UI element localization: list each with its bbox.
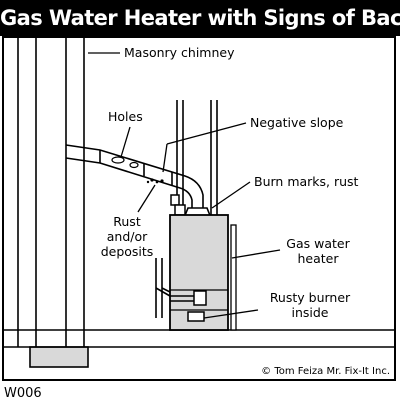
relief-drain-pipe [230,224,237,331]
diagram-title: Gas Water Heater with Signs of Backdraft… [0,0,400,36]
diagram-frame [2,36,396,381]
burner-access-door [187,311,205,322]
label-holes: Holes [108,109,143,124]
label-rust-line1: Rust [113,214,141,229]
label-negative-slope: Negative slope [250,115,344,130]
vent-connector-pipe [65,144,204,208]
label-rust-line2: and/or [107,229,148,244]
label-rusty-burner-line1: Rusty burner [270,290,351,305]
gas-valve [193,290,207,306]
label-rusty-burner-line2: inside [291,305,328,320]
masonry-chimney [17,38,85,347]
label-masonry-chimney: Masonry chimney [124,45,235,60]
tank-panel-lines [170,289,228,311]
label-rust-line3: deposits [101,244,154,259]
water-pipes [176,100,218,215]
label-gas-water-line2: heater [297,251,339,266]
gas-supply-line [155,258,196,318]
copyright-credit: © Tom Feiza Mr. Fix-It Inc. [261,366,390,377]
figure-code: W006 [4,386,42,401]
label-gas-water-line1: Gas water [286,236,350,251]
chimney-footing [29,346,89,368]
pipe-holes [111,156,139,169]
label-burn-marks: Burn marks, rust [254,174,359,189]
rust-deposits [146,178,164,184]
callout-lines [88,52,281,319]
floor [4,329,396,348]
water-heater-tank [169,214,229,331]
